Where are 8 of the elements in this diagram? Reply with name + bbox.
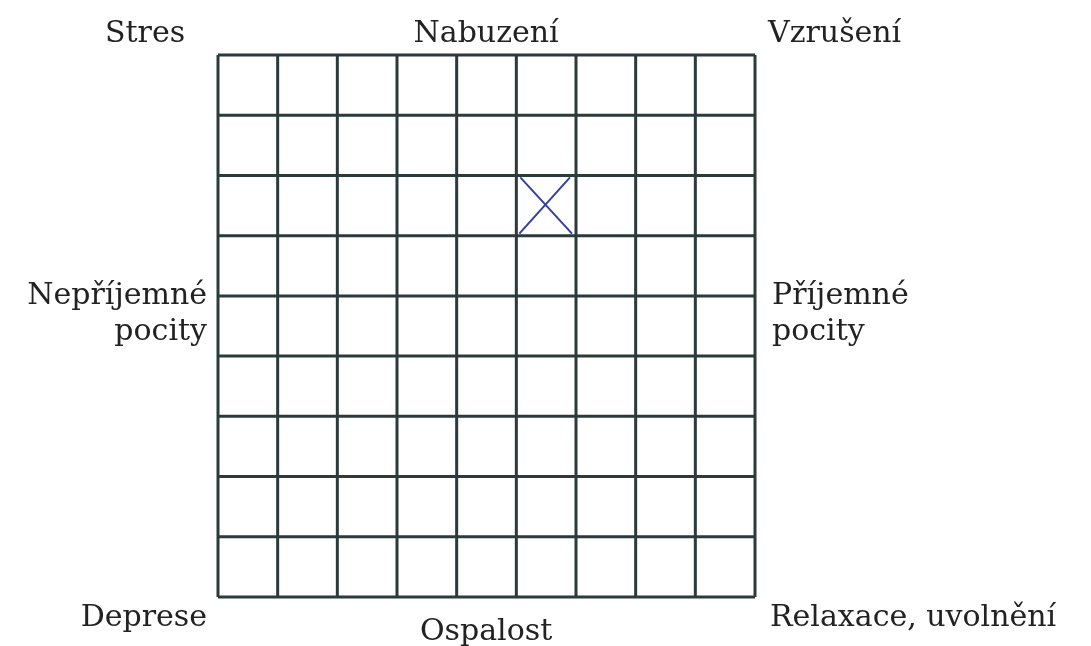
corner-label: Deprese <box>80 598 207 634</box>
axis-label: Ospalost <box>420 612 553 646</box>
axis-label: Nabuzení <box>413 14 559 50</box>
corner-label: Stres <box>105 14 186 50</box>
corner-label: Vzrušení <box>768 14 902 50</box>
corner-label: Relaxace, uvolnění <box>770 598 1057 634</box>
axis-label: Příjemné pocity <box>772 276 910 348</box>
axis-label: Nepříjemné pocity <box>26 276 207 348</box>
